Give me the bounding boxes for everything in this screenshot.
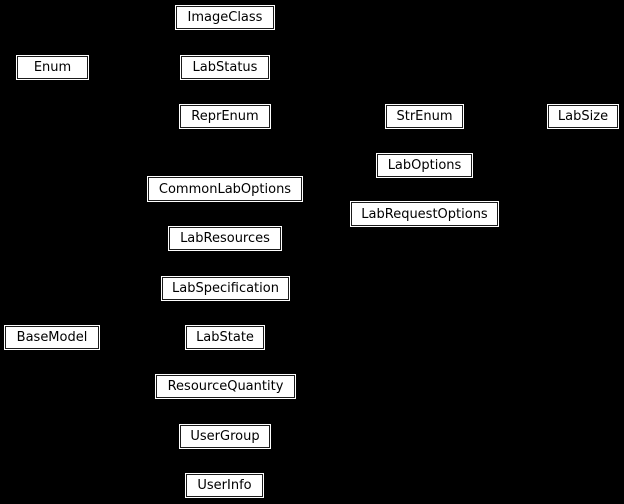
class-node-labstatus[interactable]: LabStatus bbox=[181, 56, 269, 79]
class-node-labstate[interactable]: LabState bbox=[186, 326, 264, 349]
class-node-strenum[interactable]: StrEnum bbox=[386, 105, 463, 128]
class-node-labrequestoptions[interactable]: LabRequestOptions bbox=[351, 202, 498, 226]
class-node-resourcequantity[interactable]: ResourceQuantity bbox=[156, 375, 295, 398]
class-node-reprenum[interactable]: ReprEnum bbox=[180, 105, 270, 128]
class-node-enum[interactable]: Enum bbox=[17, 56, 88, 79]
class-node-imageclass[interactable]: ImageClass bbox=[176, 6, 274, 29]
class-node-laboptions[interactable]: LabOptions bbox=[377, 154, 472, 177]
class-node-labsize[interactable]: LabSize bbox=[548, 105, 618, 128]
class-node-basemodel[interactable]: BaseModel bbox=[5, 326, 99, 349]
class-node-labspecification[interactable]: LabSpecification bbox=[162, 277, 289, 300]
class-node-usergroup[interactable]: UserGroup bbox=[180, 425, 270, 448]
class-node-labresources[interactable]: LabResources bbox=[169, 227, 281, 250]
class-node-userinfo[interactable]: UserInfo bbox=[186, 474, 263, 497]
class-node-commonlaboptions[interactable]: CommonLabOptions bbox=[148, 177, 302, 201]
